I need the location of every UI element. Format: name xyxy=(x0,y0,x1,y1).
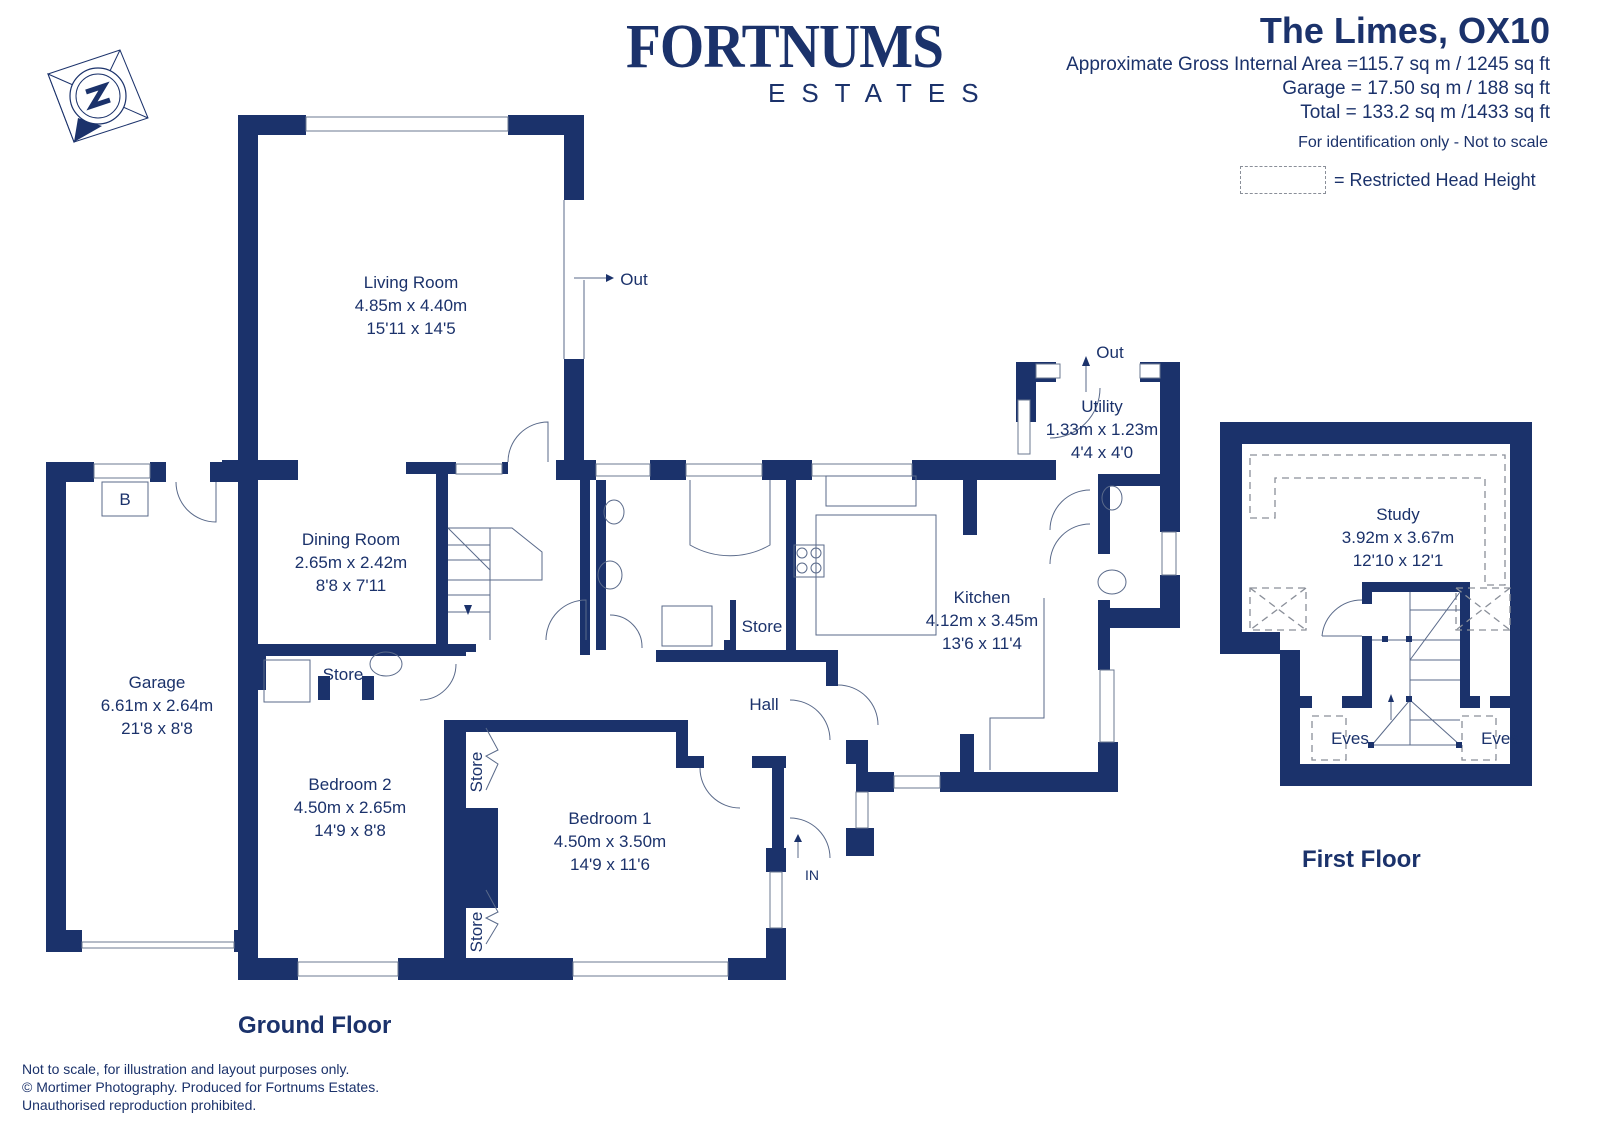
room-imperial: 4'4 x 4'0 xyxy=(1071,443,1133,462)
room-dining-room: Dining Room 2.65m x 2.42m 8'8 x 7'11 xyxy=(295,530,407,595)
first-floor-walls xyxy=(1220,422,1532,786)
property-title: The Limes, OX10 xyxy=(1259,10,1550,51)
compass-north-icon xyxy=(47,49,149,144)
room-imperial: 15'11 x 14'5 xyxy=(366,319,455,338)
store-label: Store xyxy=(742,617,783,636)
room-metric: 4.50m x 3.50m xyxy=(554,832,666,851)
room-name: Kitchen xyxy=(954,588,1011,607)
identification-note: For identification only - Not to scale xyxy=(1298,134,1548,151)
room-imperial: 14'9 x 11'6 xyxy=(570,855,650,874)
ground-floor-walls xyxy=(46,115,1180,980)
room-name: Dining Room xyxy=(302,530,400,549)
restricted-head-height-legend: = Restricted Head Height xyxy=(1240,166,1536,194)
eves-label: Eves xyxy=(1331,729,1369,748)
room-metric: 1.33m x 1.23m xyxy=(1046,420,1158,439)
legend-label: = Restricted Head Height xyxy=(1334,169,1536,190)
gross-internal-area: Approximate Gross Internal Area =115.7 s… xyxy=(1066,54,1550,75)
room-name: Study xyxy=(1376,505,1420,524)
room-name: Bedroom 1 xyxy=(568,809,651,828)
exit-label: Out xyxy=(1096,343,1124,362)
first-floor-label: First Floor xyxy=(1302,846,1421,873)
room-metric: 6.61m x 2.64m xyxy=(101,696,213,715)
ground-floor-label: Ground Floor xyxy=(238,1012,392,1039)
room-name: Garage xyxy=(129,673,186,692)
room-utility: Utility 1.33m x 1.23m 4'4 x 4'0 xyxy=(1046,397,1158,462)
room-name: Living Room xyxy=(364,273,459,292)
room-imperial: 14'9 x 8'8 xyxy=(314,821,386,840)
exit-label: Out xyxy=(620,270,648,289)
room-imperial: 8'8 x 7'11 xyxy=(316,576,386,595)
room-bedroom-1: Bedroom 1 4.50m x 3.50m 14'9 x 11'6 xyxy=(554,809,666,874)
ground-floor-windows xyxy=(81,116,1177,977)
room-metric: 4.50m x 2.65m xyxy=(294,798,406,817)
garage-area: Garage = 17.50 sq m / 188 sq ft xyxy=(1282,78,1550,99)
brand-logo-subtitle: ESTATES xyxy=(768,78,995,108)
room-imperial: 21'8 x 8'8 xyxy=(121,719,193,738)
total-area: Total = 133.2 sq m /1433 sq ft xyxy=(1300,102,1550,123)
footer-disclaimer: Not to scale, for illustration and layou… xyxy=(22,1060,379,1114)
footer-line: Unauthorised reproduction prohibited. xyxy=(22,1097,257,1113)
room-kitchen: Kitchen 4.12m x 3.45m 13'6 x 11'4 xyxy=(926,588,1038,653)
store-label: Store xyxy=(467,912,486,953)
room-living-room: Living Room 4.85m x 4.40m 15'11 x 14'5 xyxy=(355,273,467,338)
room-name: Utility xyxy=(1081,397,1123,416)
dashed-box-icon xyxy=(1240,166,1326,194)
room-metric: 2.65m x 2.42m xyxy=(295,553,407,572)
room-metric: 4.12m x 3.45m xyxy=(926,611,1038,630)
store-label: Store xyxy=(323,665,364,684)
boiler-label: B xyxy=(119,490,130,509)
room-garage: Garage 6.61m x 2.64m 21'8 x 8'8 xyxy=(101,673,213,738)
room-metric: 4.85m x 4.40m xyxy=(355,296,467,315)
room-imperial: 12'10 x 12'1 xyxy=(1353,551,1444,570)
entrance-label: IN xyxy=(805,867,819,883)
room-study: Study 3.92m x 3.67m 12'10 x 12'1 xyxy=(1342,505,1454,570)
footer-line: © Mortimer Photography. Produced for For… xyxy=(22,1079,380,1095)
brand-logo: FORTNUMS xyxy=(626,13,944,81)
room-imperial: 13'6 x 11'4 xyxy=(942,634,1022,653)
first-floor-restricted-zones xyxy=(1249,454,1511,761)
footer-line: Not to scale, for illustration and layou… xyxy=(22,1061,350,1077)
room-metric: 3.92m x 3.67m xyxy=(1342,528,1454,547)
first-floor-stairs xyxy=(1321,591,1462,748)
store-label: Store xyxy=(467,752,486,793)
room-name: Bedroom 2 xyxy=(308,775,391,794)
eves-label: Eves xyxy=(1481,729,1519,748)
doors-and-fixtures xyxy=(101,200,1127,945)
room-bedroom-2: Bedroom 2 4.50m x 2.65m 14'9 x 8'8 xyxy=(294,775,406,840)
hall-label: Hall xyxy=(749,695,778,714)
